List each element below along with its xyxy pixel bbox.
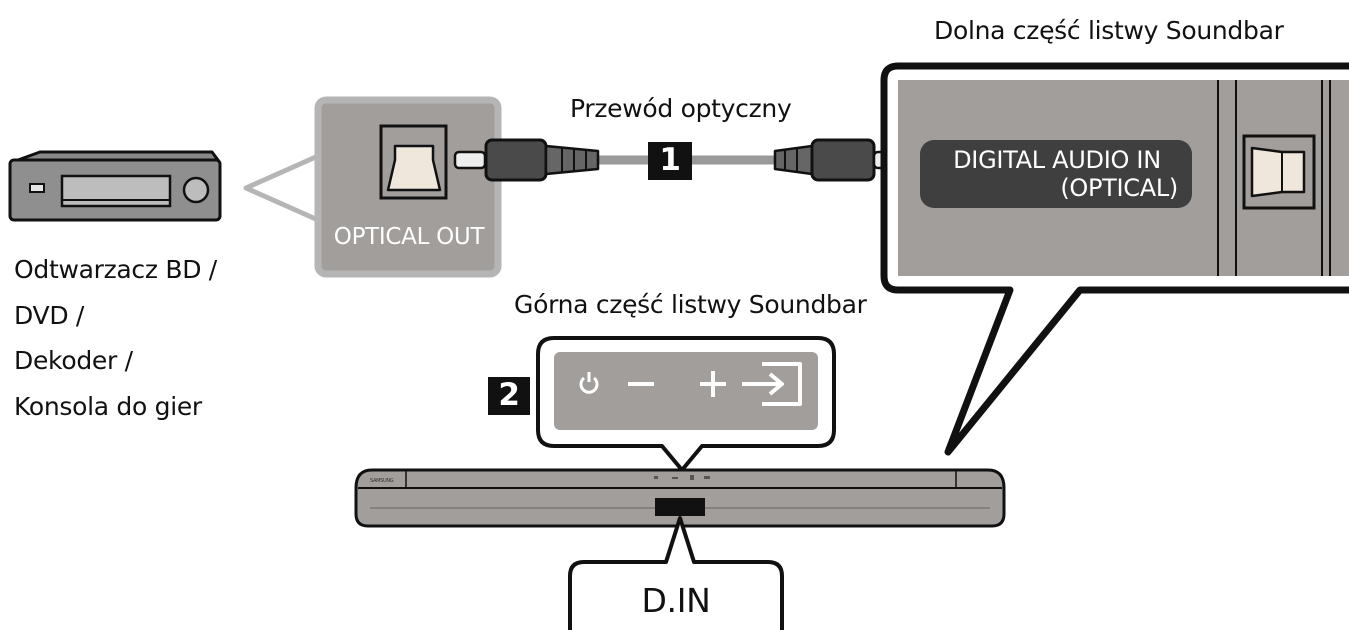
- digital-audio-in-label-bg: [920, 140, 1192, 208]
- soundbar-top-callout: [536, 336, 836, 472]
- d-in-display: [655, 498, 705, 516]
- bd-dvd-player-icon: [8, 150, 222, 222]
- step2-box: [488, 377, 530, 415]
- volume-up-icon: [700, 371, 726, 397]
- step1-box: [648, 142, 692, 180]
- optical-out-label: OPTICAL OUT: [333, 224, 485, 250]
- device-line: Odtwarzacz BD /: [14, 255, 217, 284]
- d-in-callout: [568, 516, 784, 630]
- step-1-badge: 1: [659, 142, 681, 178]
- device-line: DVD /: [14, 300, 85, 330]
- callout-pointer-left: [243, 153, 321, 223]
- device-line: Dekoder /: [14, 346, 133, 375]
- step-2-badge: 2: [498, 377, 520, 413]
- power-icon: [579, 372, 599, 394]
- soundbar-brand: SAMSUNG: [370, 478, 394, 484]
- top-part-label: Górna część listwy Soundbar: [514, 290, 867, 319]
- d-in-label: D.IN: [641, 581, 711, 620]
- optical-out-panel: [314, 96, 502, 278]
- bottom-part-label: Dolna część listwy Soundbar: [934, 16, 1284, 45]
- soundbar-icon: [354, 468, 1006, 528]
- cable-label: Przewód optyczny: [570, 94, 792, 123]
- source-input-icon: [742, 362, 802, 406]
- optical-cable: [453, 138, 906, 182]
- device-line: Konsola do gier: [14, 391, 202, 421]
- digital-audio-in-label: DIGITAL AUDIO IN: [953, 146, 1161, 174]
- digital-audio-in-sublabel: (OPTICAL): [1060, 174, 1178, 202]
- soundbar-bottom-callout: [880, 62, 1349, 456]
- source-device-label: Odtwarzacz BD / DVD / Dekoder / Konsola …: [14, 255, 217, 437]
